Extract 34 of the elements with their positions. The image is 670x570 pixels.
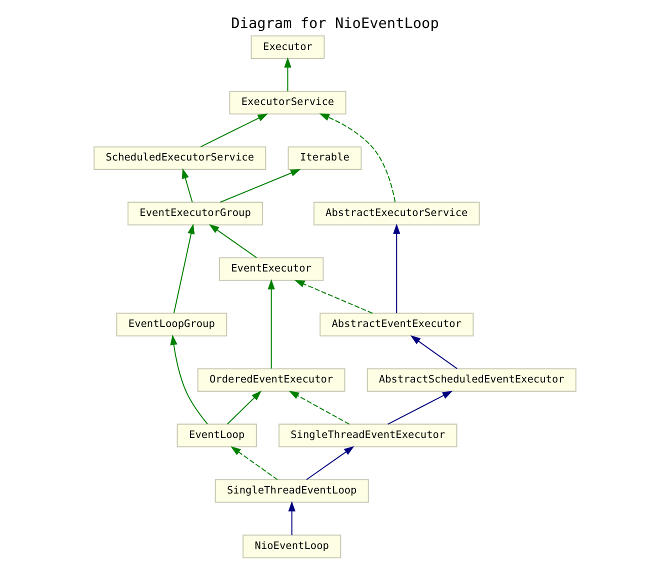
arrow — [220, 169, 301, 203]
arrow — [306, 446, 354, 480]
node-box: Iterable — [288, 146, 362, 170]
node-box: ScheduledExecutorService — [94, 146, 266, 170]
arrow — [393, 224, 400, 314]
arrow — [319, 113, 396, 202]
node-box: AbstractExecutorService — [313, 202, 480, 226]
node-box: OrderedEventExecutor — [197, 368, 346, 392]
arrow — [230, 446, 278, 480]
arrow — [288, 501, 296, 536]
arrow — [170, 334, 208, 424]
arrow — [200, 113, 268, 148]
arrow — [208, 224, 257, 258]
node-box: AbstractScheduledEventExecutor — [366, 368, 576, 392]
arrow — [288, 390, 350, 425]
arrow — [294, 280, 373, 314]
node-box: SingleThreadEventLoop — [214, 479, 369, 503]
node-box: EventLoop — [176, 424, 257, 448]
arrow — [182, 168, 193, 202]
node-box: ExecutorService — [229, 90, 346, 114]
arrow — [268, 279, 275, 369]
node-box: NioEventLoop — [242, 534, 342, 558]
node-box: EventLoopGroup — [116, 312, 228, 336]
node-box: EventExecutorGroup — [128, 202, 264, 226]
arrow — [284, 57, 292, 92]
node-box: Executor — [250, 35, 325, 59]
node-box: SingleThreadEventExecutor — [278, 424, 458, 448]
arrow — [173, 224, 195, 314]
diagram-title: Diagram for NioEventLoop — [231, 16, 439, 32]
node-box: AbstractEventExecutor — [320, 312, 474, 336]
arrow — [410, 335, 458, 370]
node-box: EventExecutor — [218, 257, 324, 281]
arrow — [227, 390, 262, 425]
arrow — [388, 390, 453, 425]
